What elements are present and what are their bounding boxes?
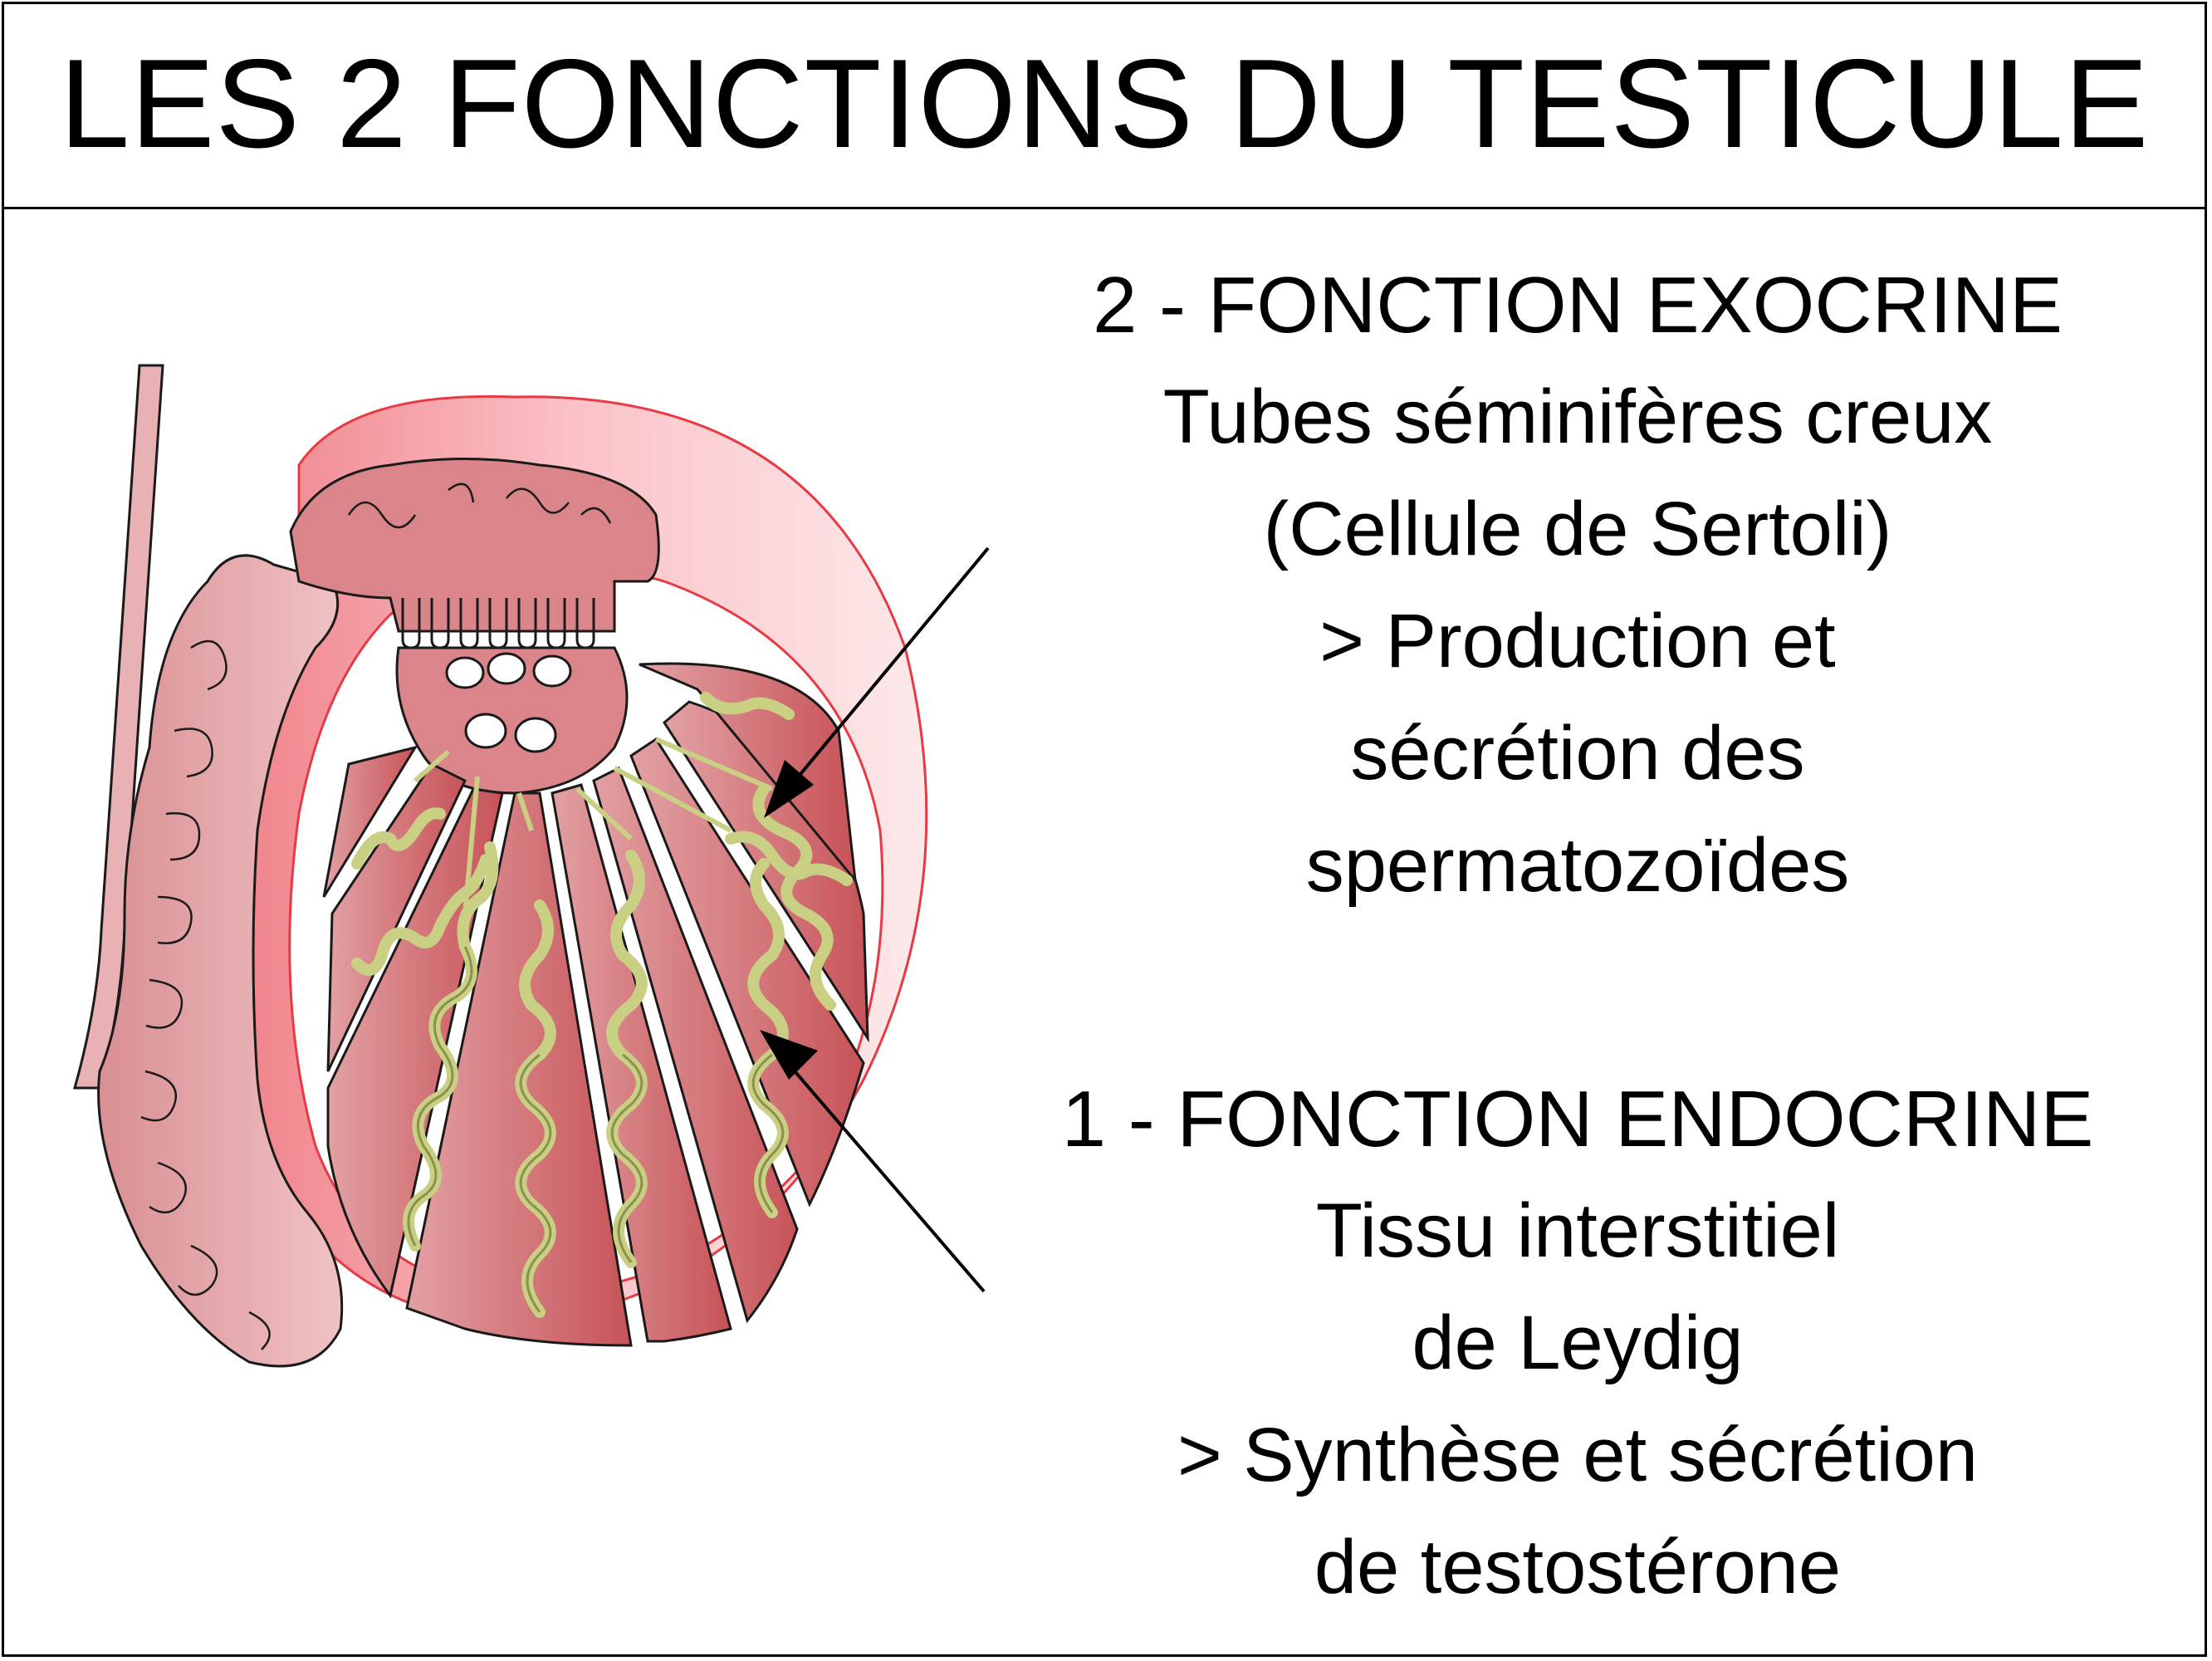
epididymis-head bbox=[289, 458, 660, 633]
exocrine-line: (Cellule de Sertoli) bbox=[1263, 487, 1892, 571]
straight-tubules bbox=[414, 737, 774, 914]
testicle-illustration bbox=[73, 364, 928, 1368]
lobule bbox=[322, 745, 418, 898]
exocrine-line: > Production et bbox=[1319, 599, 1836, 684]
endocrine-line: > Synthèse et sécrétion bbox=[1177, 1413, 1979, 1497]
exocrine-line: spermatozoïdes bbox=[1305, 823, 1850, 908]
endocrine-line: de testostérone bbox=[1314, 1525, 1842, 1610]
exocrine-heading: 2 - FONCTION EXOCRINE bbox=[1092, 261, 2063, 350]
page-title: LES 2 FONCTIONS DU TESTICULE bbox=[59, 33, 2150, 174]
endocrine-line: de Leydig bbox=[1412, 1301, 1744, 1385]
lobule bbox=[551, 783, 732, 1343]
endocrine-line: Tissu interstitiel bbox=[1315, 1188, 1840, 1273]
lobule bbox=[326, 787, 504, 1299]
rete-holes bbox=[445, 652, 572, 753]
exocrine-line: Tubes séminifères creux bbox=[1162, 375, 1993, 459]
exocrine-line: sécrétion des bbox=[1350, 711, 1805, 796]
epididymis-head-coils bbox=[347, 483, 612, 529]
epididymis-coils bbox=[140, 639, 271, 1350]
lobule bbox=[326, 762, 467, 1072]
title-bar: LES 2 FONCTIONS DU TESTICULE bbox=[2, 2, 2207, 209]
endocrine-heading: 1 - FONCTION ENDOCRINE bbox=[1061, 1075, 2094, 1164]
endocrine-label-block: 1 - FONCTION ENDOCRINE Tissu interstitie… bbox=[963, 1063, 2192, 1624]
exocrine-label-block: 2 - FONCTION EXOCRINE Tubes séminifères … bbox=[963, 249, 2192, 922]
